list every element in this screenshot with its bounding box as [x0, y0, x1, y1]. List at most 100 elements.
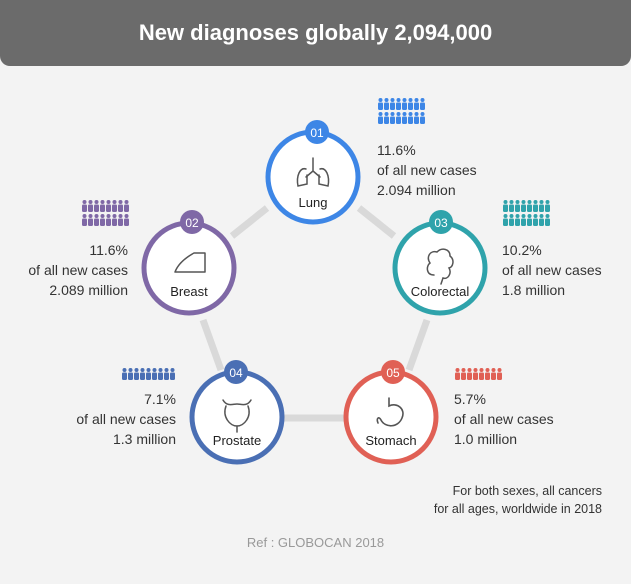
- person-icon: [491, 368, 496, 380]
- node-label-colorectal: Colorectal: [411, 284, 470, 299]
- person-icon: [521, 200, 526, 212]
- person-icon: [94, 200, 99, 212]
- node-prostate: Prostate 04: [189, 360, 285, 465]
- person-icon: [378, 98, 383, 110]
- person-icon: [88, 200, 93, 212]
- reference: Ref : GLOBOCAN 2018: [246, 535, 385, 550]
- person-icon: [124, 214, 129, 226]
- stat-prostate-count: 1.3 million: [112, 431, 176, 447]
- person-icon: [503, 200, 508, 212]
- person-icon: [509, 200, 514, 212]
- people-pictograms: [82, 98, 550, 380]
- person-icon: [112, 200, 117, 212]
- page-title: New diagnoses globally 2,094,000: [138, 20, 493, 45]
- lungs-icon: [296, 157, 330, 187]
- node-number-lung: 01: [310, 126, 324, 140]
- footnote: For both sexes, all cancers for all ages…: [434, 482, 602, 518]
- connector-breast-prostate: [199, 318, 225, 372]
- person-icon: [408, 112, 413, 124]
- connector-lung-colorectal: [356, 205, 397, 239]
- person-icon: [82, 200, 87, 212]
- stat-colorectal: 10.2% of all new cases 1.8 million: [502, 240, 602, 300]
- person-icon: [515, 214, 520, 226]
- person-icon: [455, 368, 460, 380]
- person-icon: [112, 214, 117, 226]
- stat-lung-pct: 11.6%: [377, 142, 416, 158]
- person-icon: [527, 214, 532, 226]
- person-icon: [402, 98, 407, 110]
- stat-colorectal-of: of all new cases: [502, 262, 602, 278]
- header-banner: New diagnoses globally 2,094,000: [0, 0, 631, 66]
- node-breast: Breast 02: [141, 210, 237, 316]
- person-icon: [390, 112, 395, 124]
- stat-prostate-of: of all new cases: [76, 411, 176, 427]
- person-icon: [82, 214, 87, 226]
- person-icon: [170, 368, 175, 380]
- person-icon: [158, 368, 163, 380]
- stat-stomach-of: of all new cases: [454, 411, 554, 427]
- node-label-lung: Lung: [299, 195, 328, 210]
- stat-breast-of: of all new cases: [28, 262, 128, 278]
- person-icon: [420, 112, 425, 124]
- node-lung: Lung 01: [265, 120, 361, 225]
- stat-colorectal-count: 1.8 million: [502, 282, 566, 298]
- person-icon: [118, 214, 123, 226]
- person-icon: [545, 214, 550, 226]
- person-icon: [503, 214, 508, 226]
- person-icon: [533, 214, 538, 226]
- node-number-prostate: 04: [229, 366, 243, 380]
- stat-lung: 11.6% of all new cases 2.094 million: [377, 140, 477, 200]
- connector-colorectal-stomach: [405, 318, 431, 372]
- stat-stomach-count: 1.0 million: [454, 431, 518, 447]
- node-number-stomach: 05: [386, 366, 400, 380]
- person-icon: [414, 112, 419, 124]
- person-icon: [396, 112, 401, 124]
- node-stomach: Stomach 05: [343, 360, 439, 465]
- person-icon: [124, 200, 129, 212]
- person-icon: [473, 368, 478, 380]
- person-icon: [396, 98, 401, 110]
- stat-breast-count: 2.089 million: [49, 282, 128, 298]
- person-icon: [140, 368, 145, 380]
- people-group-stomach: [455, 368, 502, 380]
- person-icon: [414, 98, 419, 110]
- person-icon: [527, 200, 532, 212]
- person-icon: [479, 368, 484, 380]
- person-icon: [106, 200, 111, 212]
- person-icon: [461, 368, 466, 380]
- stat-lung-of: of all new cases: [377, 162, 477, 178]
- stat-stomach-pct: 5.7%: [454, 391, 486, 407]
- person-icon: [100, 214, 105, 226]
- person-icon: [106, 214, 111, 226]
- node-label-prostate: Prostate: [213, 433, 261, 448]
- person-icon: [390, 98, 395, 110]
- footnote-line2: for all ages, worldwide in 2018: [433, 502, 602, 516]
- person-icon: [378, 112, 383, 124]
- person-icon: [420, 98, 425, 110]
- node-colorectal: Colorectal 03: [392, 210, 488, 316]
- person-icon: [118, 200, 123, 212]
- person-icon: [100, 200, 105, 212]
- stat-prostate: 7.1% of all new cases 1.3 million: [76, 389, 176, 449]
- person-icon: [384, 112, 389, 124]
- person-icon: [408, 98, 413, 110]
- prostate-icon: [222, 399, 252, 433]
- person-icon: [497, 368, 502, 380]
- connector-lung-breast: [229, 205, 270, 239]
- person-icon: [164, 368, 169, 380]
- colon-icon: [426, 248, 454, 285]
- node-number-colorectal: 03: [434, 216, 448, 230]
- node-label-breast: Breast: [170, 284, 208, 299]
- stat-breast: 11.6% of all new cases 2.089 million: [28, 240, 128, 300]
- person-icon: [509, 214, 514, 226]
- stat-breast-pct: 11.6%: [89, 242, 128, 258]
- footnote-line1: For both sexes, all cancers: [452, 484, 602, 498]
- person-icon: [485, 368, 490, 380]
- person-icon: [94, 214, 99, 226]
- person-icon: [539, 214, 544, 226]
- people-group-breast: [82, 200, 129, 226]
- people-group-colorectal: [503, 200, 550, 226]
- person-icon: [122, 368, 127, 380]
